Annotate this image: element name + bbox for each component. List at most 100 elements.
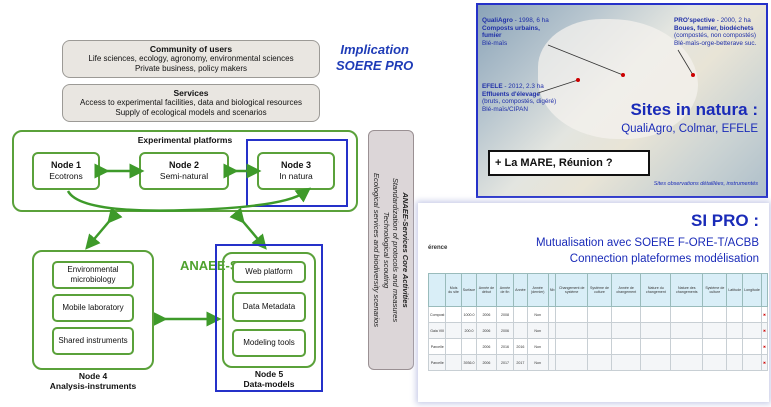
table-header-cell[interactable]: Année: [513, 273, 528, 307]
table-header-cell[interactable]: Système de culture: [702, 273, 728, 307]
table-cell: [547, 338, 557, 355]
table-cell: 2006: [476, 306, 497, 323]
node-5-name: Node 5: [254, 369, 284, 379]
table-cell: Non: [526, 354, 549, 371]
france-map-shape: [538, 19, 698, 139]
services-line2: Supply of ecological models and scenario…: [115, 108, 267, 117]
table-header-cell[interactable]: [427, 273, 447, 307]
node-4-item-mobile-lab: Mobile laboratory: [52, 294, 134, 322]
callout-efele-l2: Effluents d'élevage: [482, 90, 540, 98]
callout-prospective-title: PRO'spective: [674, 17, 715, 24]
table-cell: [726, 338, 744, 355]
table-header-cell[interactable]: Année de fin: [495, 273, 515, 307]
node-5-caption: Node 5 Data-models: [218, 369, 320, 389]
node-4-item-shared-instruments: Shared instruments: [52, 327, 134, 355]
table-cell: 3936.0: [460, 354, 478, 371]
table-cell: [445, 338, 462, 355]
table-header-cell[interactable]: Nb: [547, 273, 557, 307]
si-pro-line2: Connection plateformes modélisation: [569, 253, 759, 265]
table-cell: [702, 322, 728, 339]
table-cell: Parcelle: [427, 338, 447, 355]
table-cell: [726, 306, 744, 323]
table-header-cell[interactable]: Longitude: [742, 273, 762, 307]
table-cell: 2006: [476, 354, 497, 371]
node-4-name: Node 4: [78, 371, 108, 381]
services-line1: Access to experimental facilities, data …: [80, 98, 302, 107]
table-header-cell[interactable]: [760, 273, 769, 307]
table-cell: [587, 306, 612, 323]
table-header-cell[interactable]: Nature des changements: [670, 273, 704, 307]
core-activities-line3: Ecological services and biodiversity sce…: [372, 172, 382, 328]
callout-qualiagro-l3: fumier: [482, 32, 502, 39]
table-cell: 2017: [513, 354, 528, 371]
table-header-cell[interactable]: Latitude: [726, 273, 744, 307]
table-cell: [610, 322, 642, 339]
si-pro-line1: Mutualisation avec SOERE F-ORE-T/ACBB: [535, 237, 759, 249]
table-cell: [555, 306, 589, 323]
table-cell: [610, 338, 642, 355]
community-of-users-box: Community of users Life sciences, ecolog…: [62, 40, 320, 78]
node-5-item-data-metadata: Data Metadata: [232, 292, 306, 322]
table-cell: ✖: [760, 322, 769, 339]
table-cell: Compost: [427, 306, 447, 323]
site-dot-efele: [576, 78, 580, 82]
core-activities-box: ANAEE-Services Core Activities Standardi…: [368, 130, 414, 370]
table-header-cell[interactable]: Système de culture: [587, 273, 612, 307]
table-cell: [460, 338, 478, 355]
table-header-cell[interactable]: Surface: [460, 273, 478, 307]
core-activities-text: ANAEE-Services Core Activities Standardi…: [372, 135, 411, 365]
arrow-platforms-node4: [85, 207, 123, 250]
mare-reunion-box: + La MARE, Réunion ?: [488, 150, 650, 176]
site-dot-qualiagro: [621, 73, 625, 77]
table-cell: 1000.0: [460, 306, 478, 323]
table-cell: [726, 354, 744, 371]
table-header-cell[interactable]: Année de changement: [610, 273, 642, 307]
node-1: Node 1 Ecotrons: [32, 152, 100, 190]
node-1-sub: Ecotrons: [49, 171, 83, 181]
callout-efele-rest: - 2012, 2.3 ha: [502, 83, 544, 90]
node-4-sub: Analysis-instruments: [49, 381, 137, 391]
sites-title: Sites in natura :: [630, 100, 758, 119]
node-5-item-modeling-tools: Modeling tools: [232, 329, 306, 357]
table-header-cell[interactable]: Année (dernier): [526, 273, 549, 307]
table-cell: [670, 338, 704, 355]
si-pro-title: SI PRO :: [690, 211, 759, 230]
table-cell: [702, 354, 728, 371]
node-4-item-microbiology: Environmental microbiology: [52, 261, 134, 289]
table-cell: 2016: [513, 338, 528, 355]
table-cell: [587, 322, 612, 339]
table-cell: [513, 306, 528, 323]
table-cell: 2006: [476, 322, 497, 339]
node-3-name: Node 3: [280, 160, 311, 170]
callout-prospective-l3: (compostés, non compostés): [674, 32, 757, 39]
table-header-cell[interactable]: Nature du changement: [640, 273, 672, 307]
table-header-cell[interactable]: Année de début: [476, 273, 497, 307]
node-5-frame: [222, 252, 316, 368]
table-cell: [742, 338, 762, 355]
callout-qualiagro: QualiAgro - 1998, 6 ha Composts urbains,…: [482, 17, 549, 47]
node-2-sub: Semi-natural: [159, 171, 209, 181]
si-pro-panel: SI PRO : Mutualisation avec SOERE F-ORE-…: [418, 203, 769, 402]
callout-efele-l4: Blé-maïs/CIPAN: [482, 105, 529, 113]
table-cell: [640, 338, 672, 355]
table-header-cell[interactable]: Mois du site: [445, 273, 462, 307]
community-line1: Life sciences, ecology, agronomy, enviro…: [88, 54, 294, 63]
callout-efele-title: EFELE: [482, 83, 503, 90]
table-cell: [513, 322, 528, 339]
implication-line1: Implication: [340, 42, 409, 57]
table-cell: 2017: [495, 354, 515, 371]
table-cell: [547, 322, 557, 339]
callout-prospective-rest: - 2000, 2 ha: [714, 17, 751, 24]
table-cell: [610, 306, 642, 323]
table-cell: [702, 306, 728, 323]
table-header-cell[interactable]: Changement de système: [555, 273, 589, 307]
table-cell: [640, 306, 672, 323]
community-line2: Private business, policy makers: [134, 64, 248, 73]
map-pointer-lines: [537, 44, 695, 94]
node-5-highlight: [215, 244, 323, 392]
